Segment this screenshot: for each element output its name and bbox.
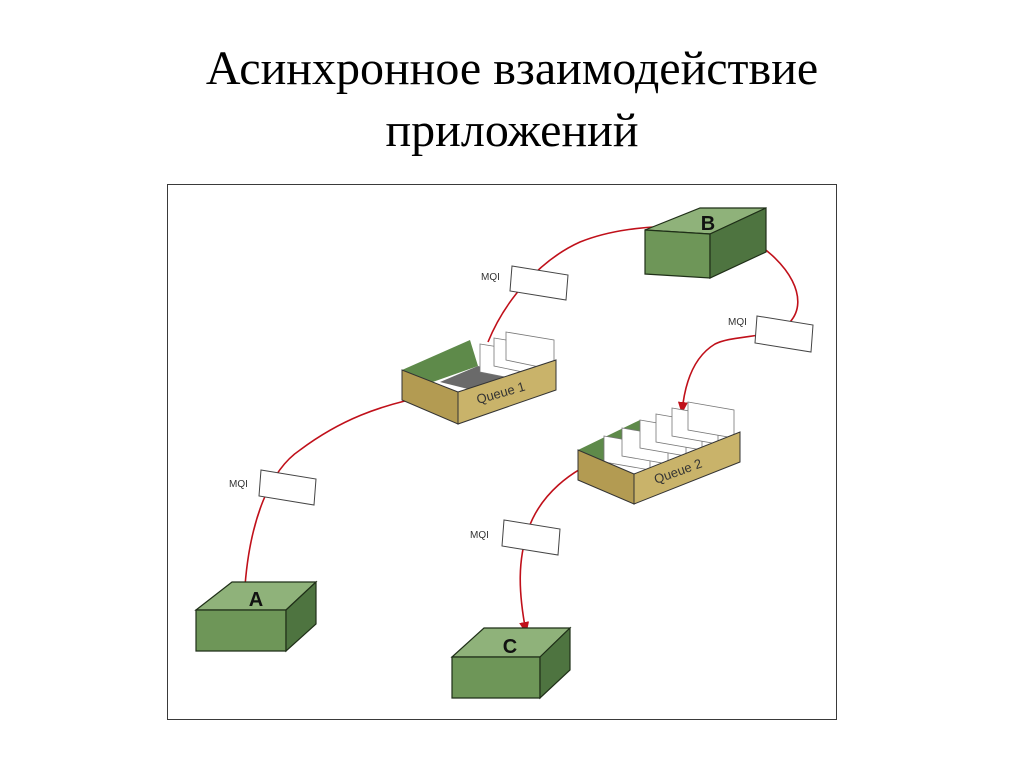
queue-side-face xyxy=(457,359,557,425)
app-label: B xyxy=(701,213,715,235)
mqi-card-a-to-queue1: MQI xyxy=(229,469,317,506)
queue-1: Queue 1 xyxy=(401,331,557,425)
box-front-face xyxy=(195,609,287,652)
app-label: A xyxy=(249,589,263,611)
mqi-card-shape xyxy=(501,519,561,556)
box-front-face xyxy=(451,656,541,699)
app-box-c: C xyxy=(450,626,572,700)
queue-side-face xyxy=(633,431,741,505)
mqi-card-b-to-queue2: MQI xyxy=(728,315,814,353)
app-label: C xyxy=(503,636,517,658)
box-front-face xyxy=(644,229,711,279)
arrow-queue1-to-b xyxy=(487,221,687,343)
mqi-label: MQI xyxy=(481,272,500,283)
mqi-card-shape xyxy=(509,265,569,301)
slide-title: Асинхронное взаимодействие приложений xyxy=(0,38,1024,162)
mqi-label: MQI xyxy=(470,530,489,541)
mqi-card-queue1-to-b: MQI xyxy=(481,265,569,301)
box-side-face xyxy=(709,207,767,279)
box-side-face xyxy=(285,580,317,653)
mqi-card-shape xyxy=(258,469,317,506)
mqi-label: MQI xyxy=(229,479,248,490)
box-side-face xyxy=(539,626,571,700)
mqi-label: MQI xyxy=(728,317,747,328)
app-box-a: A xyxy=(194,580,318,653)
app-box-b: B xyxy=(644,207,767,279)
queue-2: Queue 2 xyxy=(577,401,741,505)
arrow-a-to-queue1 xyxy=(244,392,430,587)
slide-title-line-1: Асинхронное взаимодействие xyxy=(205,42,819,95)
mqi-card-shape xyxy=(754,315,814,353)
slide-title-line-2: приложений xyxy=(385,104,639,157)
mqi-card-queue2-to-c: MQI xyxy=(470,519,561,556)
